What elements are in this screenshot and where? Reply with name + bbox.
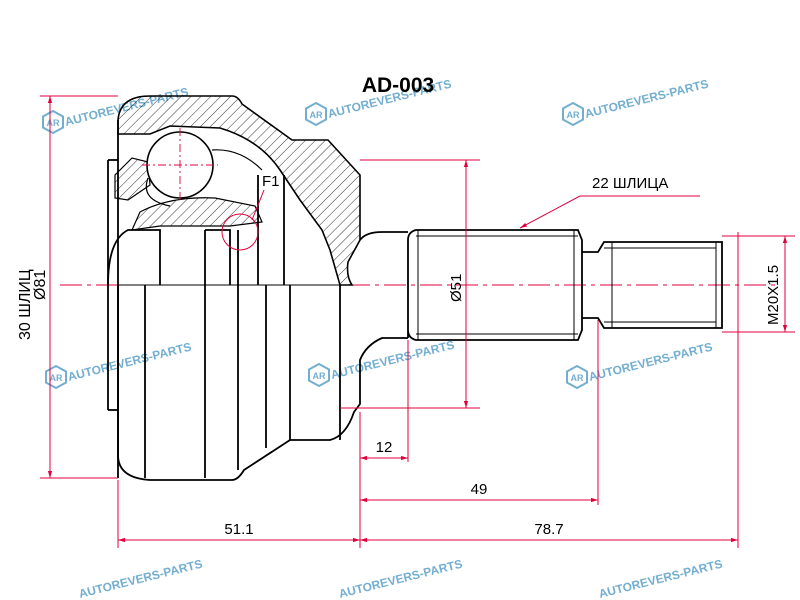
label-bore-diameter: Ø81 <box>32 270 49 300</box>
detail-circle-f1 <box>221 213 259 251</box>
dimension-51-1: 51.1 <box>224 521 253 538</box>
feature-label-f1: F1 <box>262 173 280 190</box>
watermark-text: AUTOREVERS-PARTS <box>583 77 710 121</box>
housing-outline <box>107 120 408 481</box>
part-number-title: AD-003 <box>362 74 434 97</box>
label-inner-splines: 30 ШЛИЦ <box>17 269 34 340</box>
label-thread: M20X1.5 <box>765 265 782 325</box>
dimension-12: 12 <box>376 439 393 456</box>
ball-bearing <box>142 128 263 207</box>
dimension-49: 49 <box>471 481 488 498</box>
dimension-lines <box>40 95 795 548</box>
housing-section <box>114 95 361 286</box>
watermark-text: AUTOREVERS-PARTS <box>66 340 193 384</box>
watermark-text: AUTOREVERS-PARTS <box>587 340 714 384</box>
watermark-text: AUTOREVERS-PARTS <box>337 557 464 600</box>
label-shaft-diameter: Ø51 <box>448 274 465 302</box>
label-outer-splines: 22 ШЛИЦА <box>592 175 668 192</box>
watermark-text: AUTOREVERS-PARTS <box>597 557 724 600</box>
watermark-text: AUTOREVERS-PARTS <box>329 338 456 382</box>
dimension-78-7: 78.7 <box>534 521 563 538</box>
watermark-text: AUTOREVERS-PARTS <box>77 557 204 600</box>
splined-shaft <box>407 229 723 341</box>
